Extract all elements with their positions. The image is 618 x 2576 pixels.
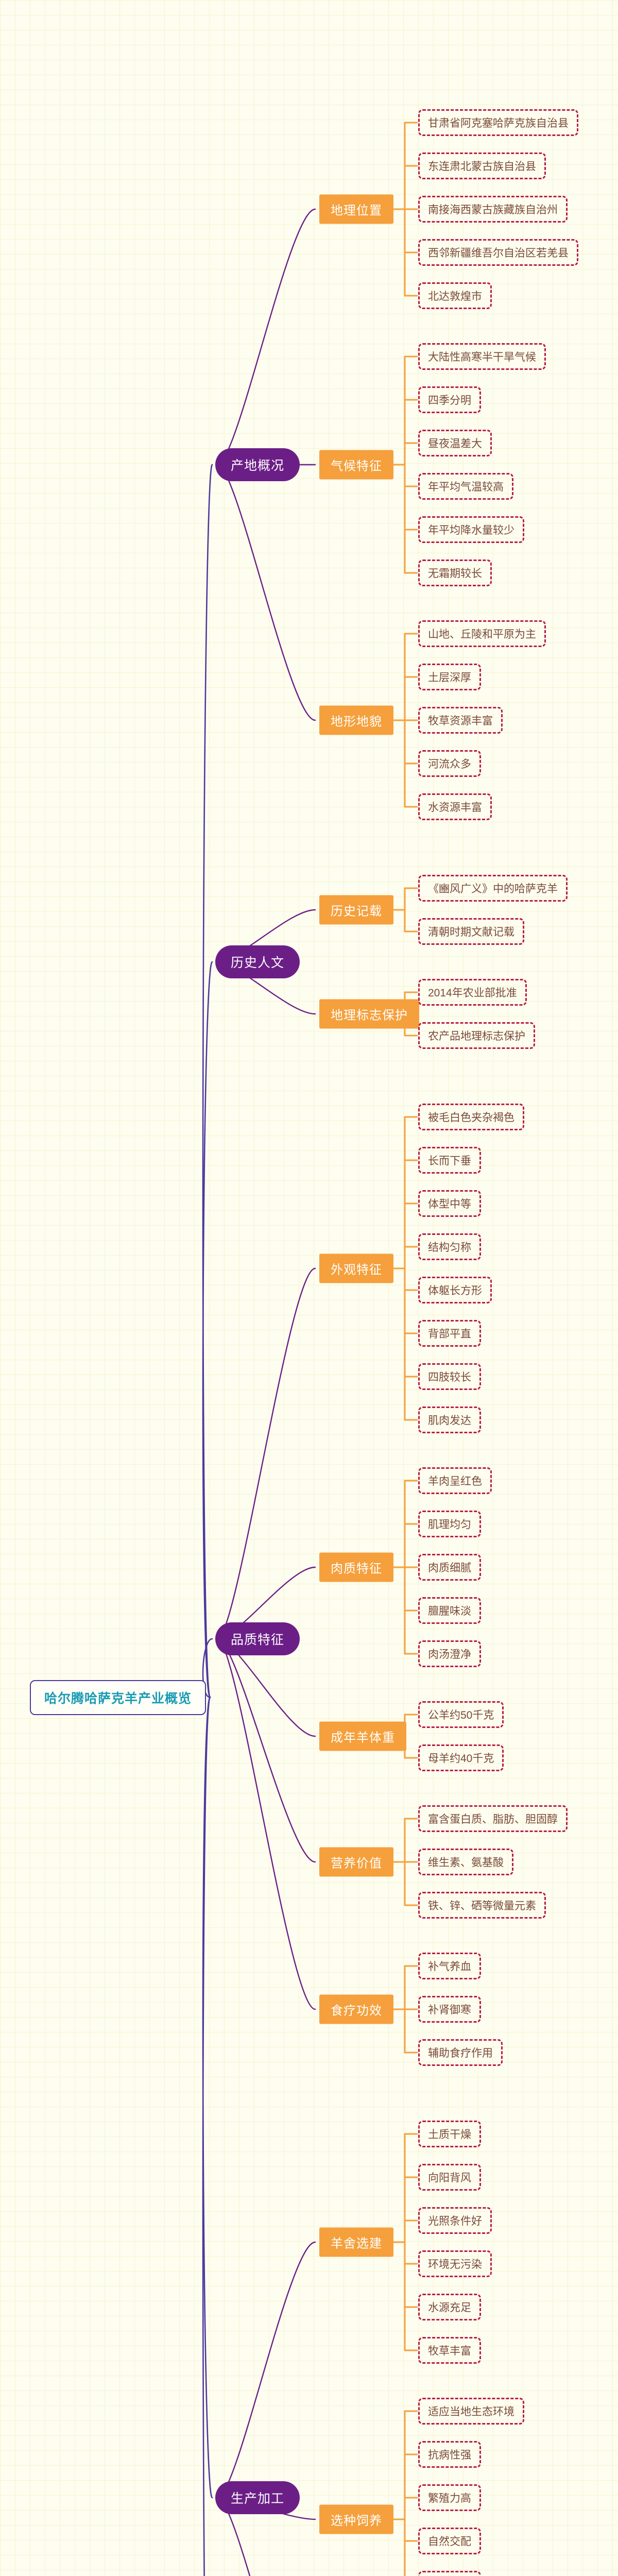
leaf-node-0-2-3[interactable]: 河流众多 <box>418 750 481 777</box>
leaf-node-2-1-4[interactable]: 肉汤澄净 <box>418 1640 481 1667</box>
leaf-node-1-1-1[interactable]: 农产品地理标志保护 <box>418 1022 535 1049</box>
leaf-node-2-1-2[interactable]: 肉质细腻 <box>418 1554 481 1581</box>
leaf-node-0-0-4[interactable]: 北达敦煌市 <box>418 282 492 309</box>
leaf-node-2-4-2[interactable]: 辅助食疗作用 <box>418 2039 503 2066</box>
leaf-node-3-1-2[interactable]: 繁殖力高 <box>418 2484 481 2511</box>
leaf-node-2-4-1[interactable]: 补肾御寒 <box>418 1996 481 2023</box>
leaf-node-0-2-0[interactable]: 山地、丘陵和平原为主 <box>418 620 546 647</box>
leaf-node-3-0-1[interactable]: 向阳背风 <box>418 2164 481 2191</box>
leaf-node-1-0-1[interactable]: 清朝时期文献记载 <box>418 918 524 945</box>
subbranch-node-1-0[interactable]: 历史记载 <box>319 895 393 925</box>
branch-node-2[interactable]: 品质特征 <box>215 1622 300 1655</box>
leaf-node-0-1-0[interactable]: 大陆性高寒半干旱气候 <box>418 343 546 370</box>
branch-node-0[interactable]: 产地概况 <box>215 448 300 481</box>
leaf-node-0-1-4[interactable]: 年平均降水量较少 <box>418 516 524 543</box>
subbranch-node-1-1[interactable]: 地理标志保护 <box>319 999 419 1029</box>
leaf-node-3-1-3[interactable]: 自然交配 <box>418 2528 481 2554</box>
leaf-node-2-0-3[interactable]: 结构匀称 <box>418 1233 481 1260</box>
leaf-node-0-1-5[interactable]: 无霜期较长 <box>418 560 492 586</box>
leaf-node-2-3-1[interactable]: 维生素、氨基酸 <box>418 1849 513 1875</box>
leaf-node-0-2-2[interactable]: 牧草资源丰富 <box>418 707 503 734</box>
subbranch-node-2-4[interactable]: 食疗功效 <box>319 1994 393 2024</box>
subbranch-node-3-1[interactable]: 选种饲养 <box>319 2504 393 2534</box>
subbranch-node-2-0[interactable]: 外观特征 <box>319 1253 393 1283</box>
leaf-node-2-3-0[interactable]: 富含蛋白质、脂肪、胆固醇 <box>418 1805 568 1832</box>
leaf-node-3-0-2[interactable]: 光照条件好 <box>418 2207 492 2234</box>
leaf-node-0-0-3[interactable]: 西邻新疆维吾尔自治区若羌县 <box>418 239 578 266</box>
subbranch-node-0-0[interactable]: 地理位置 <box>319 194 393 224</box>
leaf-node-2-3-2[interactable]: 铁、锌、硒等微量元素 <box>418 1892 546 1919</box>
leaf-node-0-1-2[interactable]: 昼夜温差大 <box>418 430 492 456</box>
leaf-node-2-0-4[interactable]: 体躯长方形 <box>418 1277 492 1303</box>
subbranch-node-2-1[interactable]: 肉质特征 <box>319 1552 393 1582</box>
leaf-node-2-0-7[interactable]: 肌肉发达 <box>418 1406 481 1433</box>
leaf-node-2-0-0[interactable]: 被毛白色夹杂褐色 <box>418 1104 524 1130</box>
subbranch-node-0-1[interactable]: 气候特征 <box>319 450 393 480</box>
leaf-node-3-1-1[interactable]: 抗病性强 <box>418 2441 481 2468</box>
leaf-node-0-1-1[interactable]: 四季分明 <box>418 386 481 413</box>
leaf-node-2-2-1[interactable]: 母羊约40千克 <box>418 1744 504 1771</box>
leaf-node-0-2-1[interactable]: 土层深厚 <box>418 664 481 690</box>
subbranch-node-2-2[interactable]: 成年羊体重 <box>319 1721 406 1751</box>
leaf-node-2-0-1[interactable]: 长而下垂 <box>418 1147 481 1174</box>
leaf-node-3-0-3[interactable]: 环境无污染 <box>418 2250 492 2277</box>
leaf-node-0-0-1[interactable]: 东连肃北蒙古族自治县 <box>418 152 546 179</box>
leaf-node-2-0-2[interactable]: 体型中等 <box>418 1190 481 1217</box>
branch-node-1[interactable]: 历史人文 <box>215 945 300 978</box>
leaf-node-2-2-0[interactable]: 公羊约50千克 <box>418 1701 504 1728</box>
root-node[interactable]: 哈尔腾哈萨克羊产业概览 <box>30 1680 207 1715</box>
leaf-node-2-1-3[interactable]: 膻腥味淡 <box>418 1597 481 1624</box>
leaf-node-3-0-5[interactable]: 牧草丰富 <box>418 2337 481 2364</box>
leaf-node-2-1-1[interactable]: 肌理均匀 <box>418 1511 481 1537</box>
leaf-node-1-0-0[interactable]: 《豳风广义》中的哈萨克羊 <box>418 875 568 902</box>
leaf-node-3-0-4[interactable]: 水源充足 <box>418 2294 481 2320</box>
subbranch-node-0-2[interactable]: 地形地貌 <box>319 705 393 735</box>
leaf-node-0-1-3[interactable]: 年平均气温较高 <box>418 473 513 500</box>
leaf-node-2-4-0[interactable]: 补气养血 <box>418 1953 481 1979</box>
leaf-node-3-0-0[interactable]: 土质干燥 <box>418 2121 481 2147</box>
leaf-node-1-1-0[interactable]: 2014年农业部批准 <box>418 979 527 1006</box>
leaf-node-2-0-5[interactable]: 背部平直 <box>418 1320 481 1347</box>
leaf-node-0-2-4[interactable]: 水资源丰富 <box>418 793 492 820</box>
leaf-node-3-1-0[interactable]: 适应当地生态环境 <box>418 2398 524 2425</box>
leaf-node-2-0-6[interactable]: 四肢较长 <box>418 1363 481 1390</box>
leaf-node-0-0-2[interactable]: 南接海西蒙古族藏族自治州 <box>418 196 568 223</box>
subbranch-node-3-0[interactable]: 羊舍选建 <box>319 2227 393 2257</box>
leaf-node-3-1-4[interactable]: 人工选育 <box>418 2571 481 2576</box>
leaf-node-2-1-0[interactable]: 羊肉呈红色 <box>418 1467 492 1494</box>
subbranch-node-2-3[interactable]: 营养价值 <box>319 1847 393 1877</box>
branch-node-3[interactable]: 生产加工 <box>215 2481 300 2514</box>
leaf-node-0-0-0[interactable]: 甘肃省阿克塞哈萨克族自治县 <box>418 109 578 136</box>
